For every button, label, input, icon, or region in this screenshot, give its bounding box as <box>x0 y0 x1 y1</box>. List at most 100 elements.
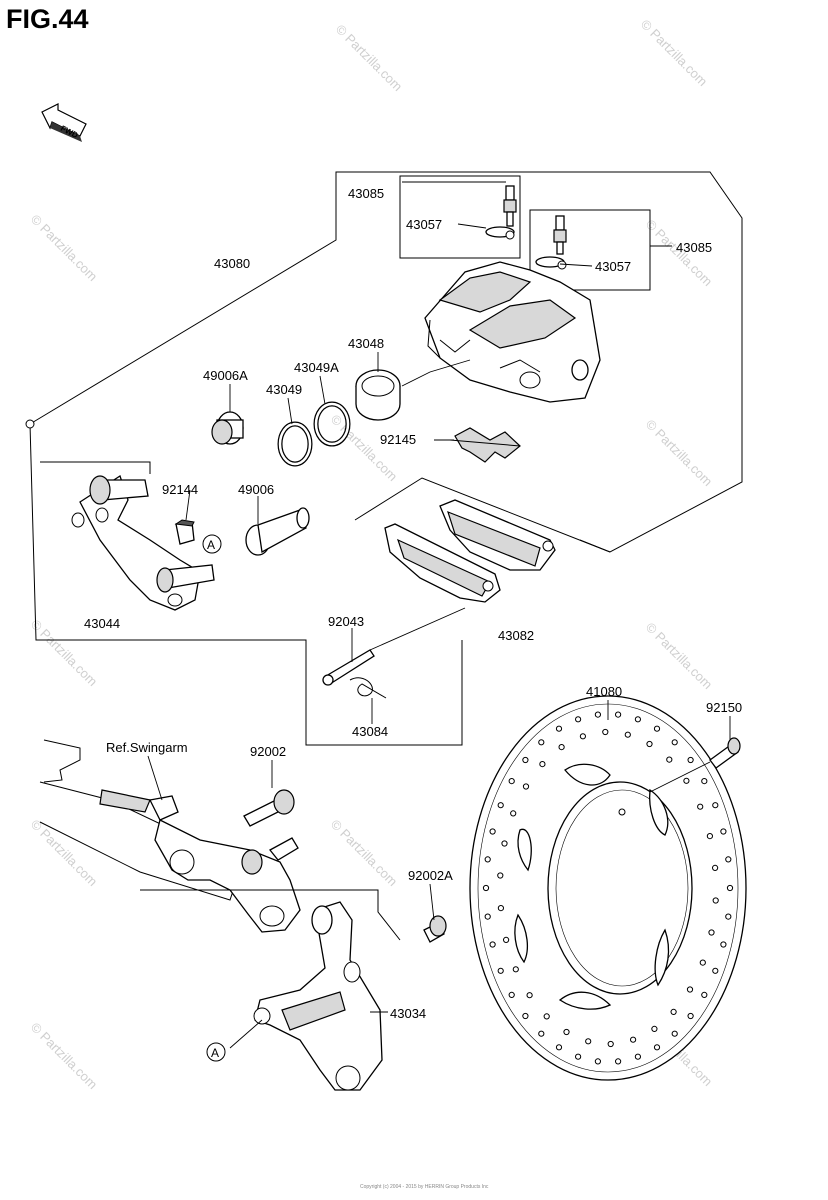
part-number-92150: 92150 <box>706 700 742 715</box>
bleeder-valve-right <box>535 215 567 270</box>
disc-holes <box>482 711 734 1065</box>
disc-hole <box>712 864 719 872</box>
watermark: © Partzilla.com <box>328 817 401 890</box>
watermark: © Partzilla.com <box>28 212 101 285</box>
ref-swingarm-label: Ref.Swingarm <box>106 740 188 755</box>
disc-hole <box>634 1053 642 1060</box>
disc-hole <box>526 992 533 999</box>
bracket-43085-left <box>399 175 521 259</box>
disc-hole <box>712 802 719 809</box>
part-number-43049: 43049 <box>266 382 302 397</box>
part-number-43057-right: 43057 <box>595 259 631 274</box>
clip-92144 <box>174 519 195 545</box>
disc-hole <box>558 744 565 751</box>
disc-hole <box>522 756 529 764</box>
disc-hole <box>712 897 719 904</box>
disc-hole <box>579 733 587 740</box>
disc-hole <box>501 840 508 847</box>
pad-pin-92043 <box>322 607 466 686</box>
watermark: © Partzilla.com <box>28 1020 101 1093</box>
callout-a-upper: A <box>202 534 222 554</box>
disc-hole <box>539 761 546 768</box>
seal-43049A <box>313 401 351 447</box>
disc-hole <box>708 929 715 936</box>
watermark: © Partzilla.com <box>28 817 101 890</box>
disc-hole <box>510 810 517 817</box>
disc-hole <box>503 936 510 944</box>
part-number-49006A: 49006A <box>203 368 248 383</box>
disc-hole <box>670 1008 677 1016</box>
disc-bolt-92150 <box>649 737 741 793</box>
disc-hole <box>653 1044 661 1051</box>
watermark: © Partzilla.com <box>328 412 401 485</box>
disc-hole <box>671 1030 678 1037</box>
caliper-body <box>424 261 601 403</box>
disc-hole <box>512 966 519 973</box>
part-number-43080: 43080 <box>214 256 250 271</box>
disc-hole <box>575 716 582 723</box>
disc-hole <box>555 1044 563 1051</box>
disc-hole <box>607 1040 614 1048</box>
watermark: © Partzilla.com <box>643 417 716 490</box>
callout-a-label: A <box>207 538 215 552</box>
fwd-arrow-icon: FWD <box>41 103 87 142</box>
disc-hole <box>687 756 694 764</box>
part-number-43034: 43034 <box>390 1006 426 1021</box>
disc-hole <box>594 711 602 718</box>
disc-hole <box>720 941 727 948</box>
caliper-bracket-43044 <box>71 474 215 611</box>
boot-49006A <box>211 411 244 445</box>
bracket-outline-43034 <box>140 889 401 941</box>
disc-hole <box>701 778 708 785</box>
part-number-43084: 43084 <box>352 724 388 739</box>
disc-hole <box>666 756 673 763</box>
disc-hole <box>686 986 694 993</box>
part-number-92043: 92043 <box>328 614 364 629</box>
part-number-43085-right: 43085 <box>676 240 712 255</box>
callout-a-label: A <box>211 1046 219 1060</box>
part-number-43085-top: 43085 <box>348 186 384 201</box>
pad-box-43082 <box>354 477 611 553</box>
disc-hole <box>575 1053 582 1060</box>
part-number-92144: 92144 <box>162 482 198 497</box>
disc-hole <box>585 1038 592 1045</box>
disc-hole <box>725 913 732 920</box>
disc-hole <box>497 802 504 809</box>
figure-title: FIG.44 <box>6 4 89 34</box>
disc-hole <box>706 833 714 840</box>
brake-pad-inner <box>384 523 501 603</box>
disc-hole <box>594 1058 602 1065</box>
disc-hole <box>555 725 563 732</box>
disc-hole <box>497 967 504 974</box>
disc-hole <box>699 959 706 966</box>
brake-pad-outer <box>439 499 556 571</box>
boot-pin-49006 <box>245 507 310 556</box>
disc-hole <box>482 884 490 892</box>
disc-hole <box>484 913 491 920</box>
part-number-92002A: 92002A <box>408 868 453 883</box>
disc-hole <box>615 1058 622 1065</box>
disc-hole <box>484 856 491 863</box>
bleeder-valve-left <box>485 185 517 240</box>
disc-hole <box>726 884 734 892</box>
part-number-43044: 43044 <box>84 616 120 631</box>
disc-hole <box>712 967 719 974</box>
caliper-mount-43034 <box>253 901 383 1091</box>
piston-leader <box>401 359 471 387</box>
callout-a-lower: A <box>206 1042 226 1062</box>
assembly-outline-43080-lower <box>29 423 463 746</box>
nut-92002A <box>423 915 447 943</box>
part-number-43049A: 43049A <box>294 360 339 375</box>
disc-hole <box>720 828 727 835</box>
disc-hole <box>543 1013 550 1020</box>
disc-hole <box>683 777 690 784</box>
disc-hole <box>522 783 530 790</box>
part-number-92002: 92002 <box>250 744 286 759</box>
watermark: © Partzilla.com <box>638 17 711 90</box>
seal-43049 <box>277 421 313 467</box>
copyright-note: Copyright (c) 2004 - 2015 by HERRIN Grou… <box>360 1184 489 1190</box>
torque-link-arm <box>154 819 301 933</box>
assembly-outline-43080 <box>29 171 743 553</box>
watermark: © Partzilla.com <box>333 22 406 95</box>
